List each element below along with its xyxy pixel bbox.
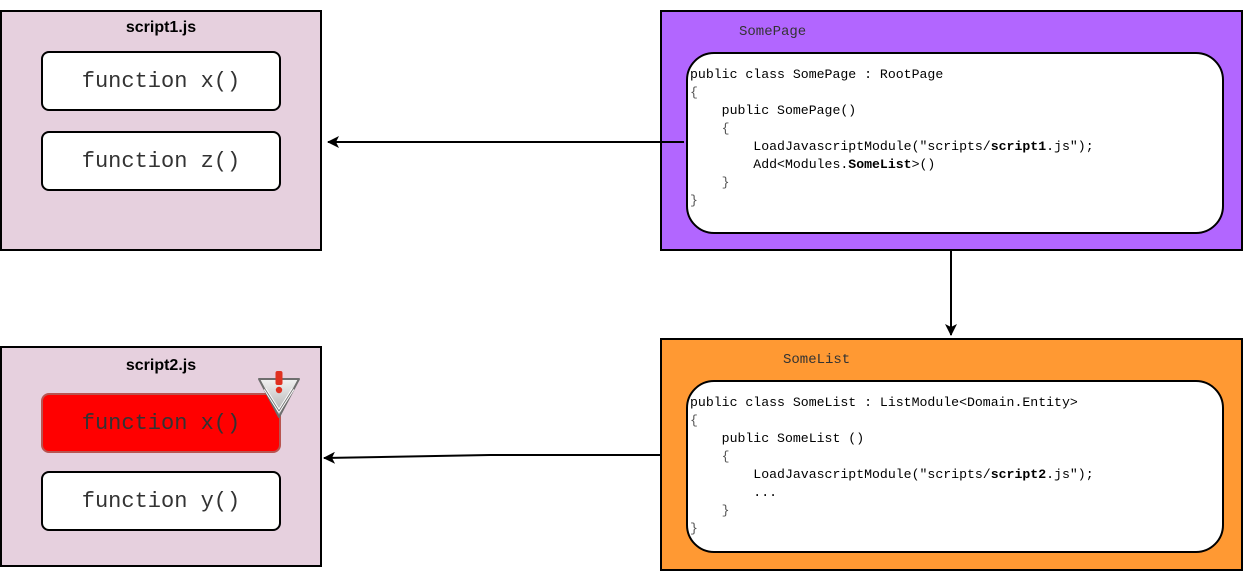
code-line: public SomeList () (690, 431, 865, 446)
script1-function-z[interactable]: function z() (41, 131, 281, 191)
code-fragment: .js"); (1046, 139, 1094, 154)
somelist-code-box: public class SomeList : ListModule<Domai… (686, 380, 1224, 553)
code-fragment: >() (911, 157, 936, 172)
somepage-code: public class SomePage : RootPage { public… (690, 66, 1094, 210)
code-line: LoadJavascriptModule("scripts/script1.js… (690, 138, 1094, 156)
code-line: { (690, 413, 698, 428)
warning-chevron-icon (258, 371, 300, 418)
code-line: } (690, 521, 698, 536)
somelist-panel: SomeList public class SomeList : ListMod… (660, 338, 1243, 571)
code-fragment: .js"); (1046, 467, 1094, 482)
code-line: { (690, 121, 730, 136)
code-script2-ref: script2 (990, 467, 1047, 482)
code-fragment: LoadJavascriptModule("scripts/ (690, 467, 991, 482)
arrow-somelist-to-script2 (323, 451, 660, 464)
code-script1-ref: script1 (990, 139, 1047, 154)
script1-panel: script1.js function x() function z() (0, 10, 322, 251)
somepage-panel: SomePage public class SomePage : RootPag… (660, 10, 1243, 251)
script1-title: script1.js (125, 19, 197, 36)
code-line: { (690, 449, 730, 464)
script2-title: script2.js (125, 357, 197, 374)
code-line: { (690, 85, 698, 100)
script2-function-y[interactable]: function y() (41, 471, 281, 531)
code-line: } (690, 175, 730, 190)
code-fragment: LoadJavascriptModule("scripts/ (690, 139, 991, 154)
somepage-label: SomePage (739, 24, 807, 40)
script1-function-x[interactable]: function x() (41, 51, 281, 111)
code-line: ... (690, 485, 778, 500)
code-line: public class SomeList : ListModule<Domai… (690, 395, 1078, 410)
code-somelist-ref: SomeList (848, 157, 912, 172)
code-line: public class SomePage : RootPage (690, 67, 944, 82)
code-line: } (690, 503, 730, 518)
code-line: Add<Modules.SomeList>() (690, 156, 1094, 174)
code-line: public SomePage() (690, 103, 857, 118)
code-line: } (690, 193, 698, 208)
code-line: LoadJavascriptModule("scripts/script2.js… (690, 466, 1094, 484)
somelist-code: public class SomeList : ListModule<Domai… (690, 394, 1094, 538)
code-fragment: Add<Modules. (690, 157, 849, 172)
somelist-label: SomeList (783, 352, 851, 368)
script2-function-x-error[interactable]: function x() (41, 393, 281, 453)
somepage-code-box: public class SomePage : RootPage { public… (686, 52, 1224, 234)
